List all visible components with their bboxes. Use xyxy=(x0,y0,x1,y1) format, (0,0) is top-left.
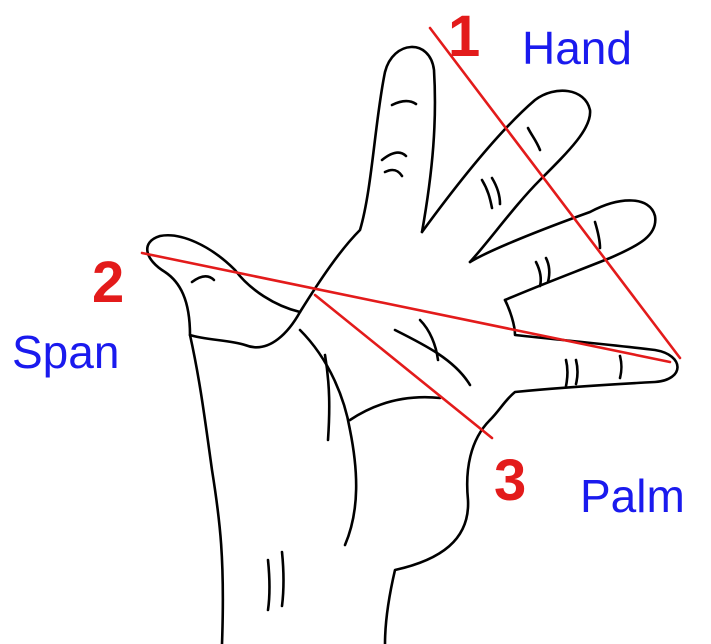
middle-knuckle-3 xyxy=(492,178,500,204)
hand-length-line xyxy=(430,28,680,358)
index-finger-outline xyxy=(300,47,435,312)
little-knuckle-2 xyxy=(566,360,568,386)
span-label: Span xyxy=(12,326,119,378)
wrist-crease-1 xyxy=(268,560,270,610)
index-knuckle-2 xyxy=(382,153,406,160)
index-knuckle-3 xyxy=(385,170,402,176)
labels: 1 Hand 2 Span 3 Palm xyxy=(12,4,685,522)
ring-knuckle-1 xyxy=(595,222,600,248)
hand-illustration xyxy=(147,47,677,644)
palm-line xyxy=(315,295,492,438)
little-knuckle-1 xyxy=(620,356,622,378)
palm-crease-small xyxy=(420,320,438,360)
palm-right-outline xyxy=(385,420,490,644)
palm-crease-head xyxy=(350,397,440,420)
thumb-outline xyxy=(147,235,300,347)
ring-knuckle-2 xyxy=(536,262,541,286)
span-line xyxy=(142,253,670,362)
palm-label: Palm xyxy=(580,470,685,522)
middle-finger-outline xyxy=(422,91,590,262)
hand-label: Hand xyxy=(522,22,632,74)
middle-knuckle-2 xyxy=(482,180,492,208)
ring-finger-outline xyxy=(470,200,655,300)
ring-knuckle-3 xyxy=(546,258,549,282)
palm-number: 3 xyxy=(494,448,526,513)
little-knuckle-3 xyxy=(576,360,578,384)
wrist-left-outline xyxy=(190,335,223,644)
wrist-crease-2 xyxy=(282,552,284,606)
span-number: 2 xyxy=(92,250,124,315)
index-knuckle-1 xyxy=(392,101,416,105)
middle-knuckle-1 xyxy=(528,128,540,150)
thumb-knuckle xyxy=(192,276,214,282)
hand-number: 1 xyxy=(448,4,480,69)
measurement-lines xyxy=(142,28,680,438)
